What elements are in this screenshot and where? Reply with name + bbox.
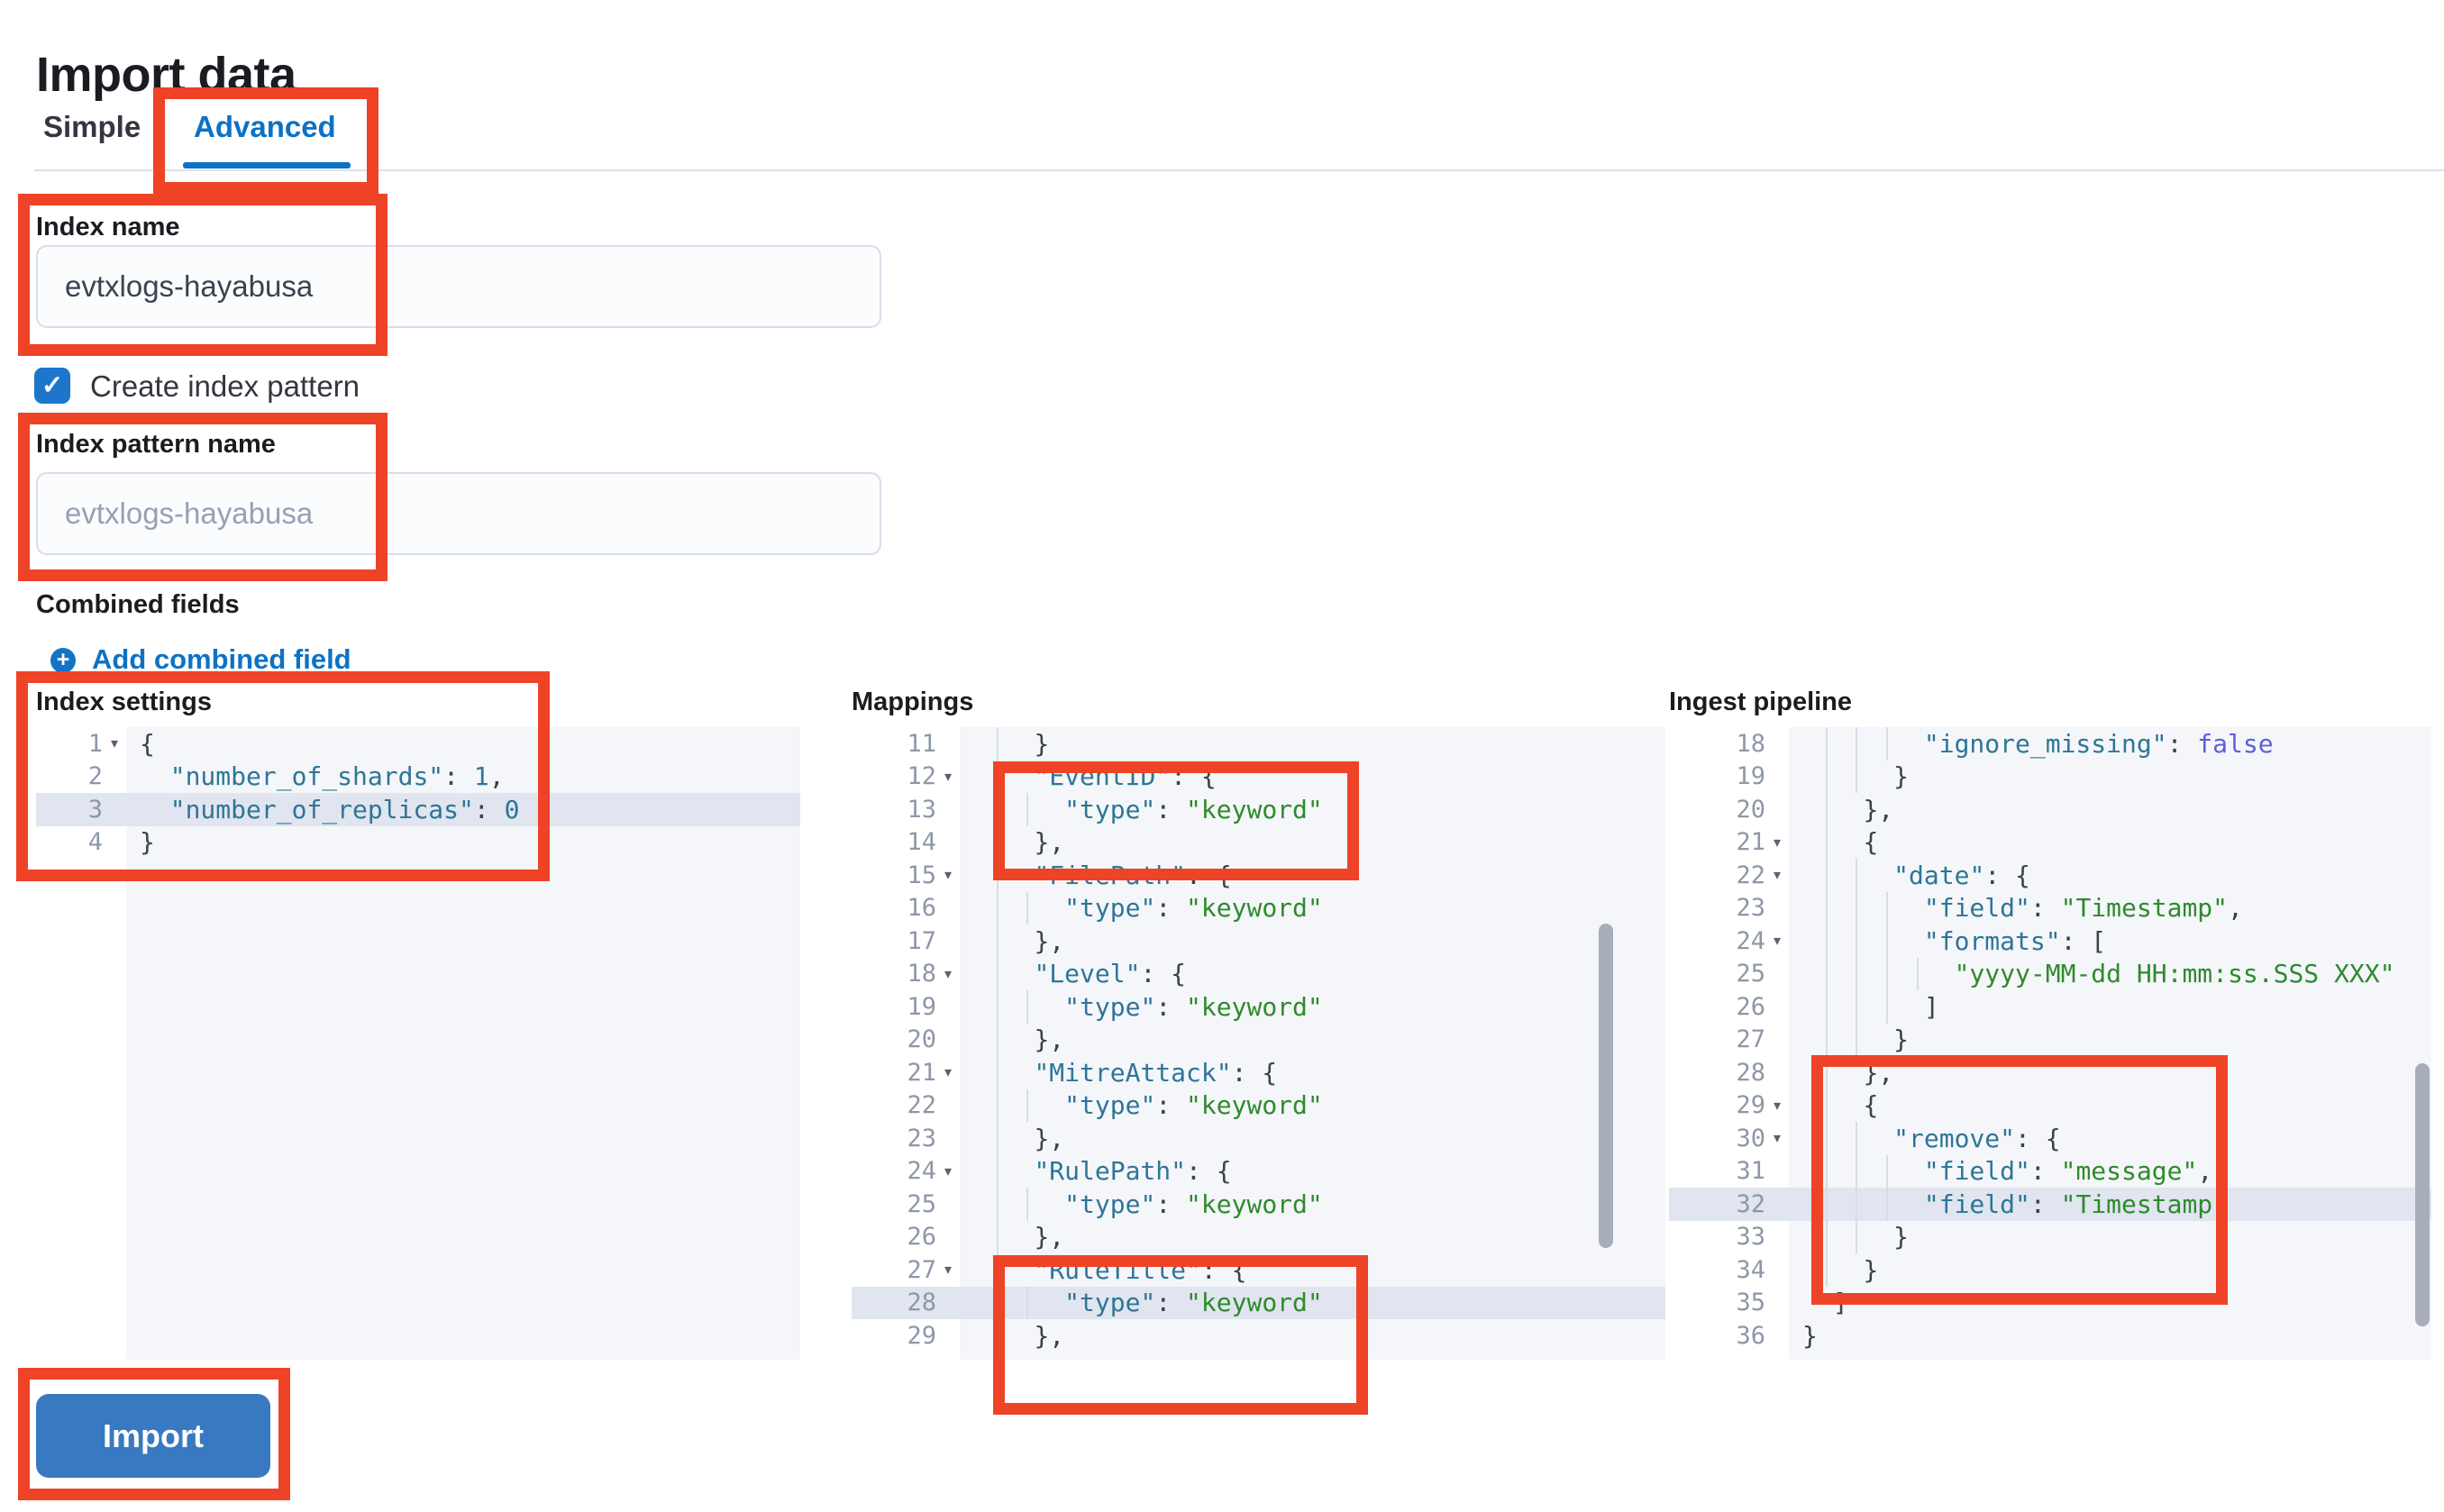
- checkmark-icon: ✓: [41, 371, 64, 400]
- code-line: 28 "type": "keyword": [852, 1286, 1665, 1319]
- add-icon[interactable]: +: [50, 648, 76, 673]
- fold-arrow-icon[interactable]: ▾: [944, 1065, 953, 1081]
- fold-arrow-icon[interactable]: ▾: [1773, 1131, 1782, 1147]
- mappings-label: Mappings: [852, 688, 974, 716]
- code-line: 17 },: [907, 925, 1065, 958]
- fold-arrow-icon[interactable]: ▾: [944, 1262, 953, 1279]
- code-line: 23 "field": "Timestamp",: [1736, 891, 2243, 925]
- fold-arrow-icon[interactable]: ▾: [1773, 934, 1782, 950]
- code-line: 1▾{: [87, 728, 155, 759]
- fold-arrow-icon[interactable]: ▾: [1773, 834, 1782, 851]
- code-line: 11 }: [907, 727, 1050, 761]
- code-line: 23 },: [907, 1122, 1065, 1155]
- code-line: 19 "type": "keyword": [907, 990, 1323, 1024]
- code-line: 27▾ "RuleTitle": {: [907, 1253, 1247, 1287]
- code-line: 25 "type": "keyword": [907, 1188, 1323, 1221]
- code-line: 31 "field": "message",: [1736, 1154, 2213, 1188]
- code-line: 22 "type": "keyword": [907, 1088, 1323, 1122]
- code-line: 3 "number_of_replicas": 0: [36, 793, 800, 826]
- mappings-editor[interactable]: 11 }12▾ "EventID": {13 "type": "keyword"…: [852, 727, 1665, 1360]
- fold-arrow-icon[interactable]: ▾: [944, 868, 953, 884]
- code-line: 26 },: [907, 1220, 1065, 1253]
- index-name-input[interactable]: [36, 245, 881, 328]
- code-line: 18▾ "Level": {: [907, 957, 1187, 990]
- tab-advanced[interactable]: Advanced: [194, 110, 336, 143]
- code-line: 2 "number_of_shards": 1,: [87, 761, 505, 792]
- code-line: 20 },: [907, 1023, 1065, 1056]
- code-line: 29 },: [907, 1319, 1065, 1353]
- fold-arrow-icon[interactable]: ▾: [944, 966, 953, 982]
- index-name-label: Index name: [36, 213, 180, 241]
- add-combined-field-link[interactable]: Add combined field: [92, 643, 351, 675]
- code-line: 20 },: [1736, 793, 1894, 826]
- code-line: 24▾ "formats": [: [1736, 925, 2107, 958]
- create-index-pattern-checkbox[interactable]: ✓: [34, 368, 70, 404]
- code-line: 21▾ {: [1736, 825, 1879, 859]
- ingest-pipeline-scrollbar-thumb[interactable]: [2415, 1063, 2430, 1326]
- code-line: 26 ]: [1736, 990, 1939, 1024]
- code-line: 24▾ "RulePath": {: [907, 1154, 1232, 1188]
- fold-arrow-icon[interactable]: ▾: [110, 736, 119, 752]
- code-line: 12▾ "EventID": {: [907, 760, 1217, 793]
- code-line: 25 "yyyy-MM-dd HH:mm:ss.SSS XXX": [1736, 957, 2395, 990]
- fold-arrow-icon[interactable]: ▾: [944, 1163, 953, 1180]
- tab-simple[interactable]: Simple: [43, 110, 141, 143]
- import-button[interactable]: Import: [36, 1394, 270, 1478]
- code-line: 32 "field": "Timestamp": [1669, 1188, 2431, 1221]
- code-line: 13 "type": "keyword": [907, 793, 1323, 826]
- create-index-pattern-label: Create index pattern: [90, 369, 360, 403]
- fold-arrow-icon[interactable]: ▾: [944, 769, 953, 785]
- code-line: 36}: [1736, 1320, 1818, 1351]
- code-line: 19 }: [1736, 760, 1910, 793]
- code-line: 14 },: [907, 825, 1065, 859]
- code-line: 4}: [87, 827, 155, 858]
- index-pattern-name-label: Index pattern name: [36, 430, 276, 459]
- code-line: 27 }: [1736, 1023, 1910, 1056]
- code-line: 35 ]: [1736, 1288, 1848, 1318]
- code-line: 16 "type": "keyword": [907, 891, 1323, 925]
- mappings-scrollbar-thumb[interactable]: [1599, 924, 1613, 1248]
- code-line: 28 },: [1736, 1056, 1894, 1089]
- fold-arrow-icon[interactable]: ▾: [1773, 868, 1782, 884]
- code-line: 30▾ "remove": {: [1736, 1122, 2061, 1155]
- code-line: 34 }: [1736, 1253, 1879, 1287]
- index-settings-editor[interactable]: 1▾{2 "number_of_shards": 1,3 "number_of_…: [36, 727, 800, 1360]
- code-line: 33 }: [1736, 1220, 1910, 1253]
- tabs-divider: [34, 169, 2444, 171]
- code-line: 18 "ignore_missing": false: [1736, 727, 2274, 761]
- index-pattern-name-input[interactable]: [36, 472, 881, 555]
- code-line: 22▾ "date": {: [1736, 859, 2030, 892]
- ingest-pipeline-label: Ingest pipeline: [1669, 688, 1853, 716]
- code-line: 21▾ "MitreAttack": {: [907, 1056, 1278, 1089]
- fold-arrow-icon[interactable]: ▾: [1773, 1098, 1782, 1114]
- combined-fields-label: Combined fields: [36, 590, 240, 619]
- index-settings-label: Index settings: [36, 688, 212, 716]
- page-title: Import data: [36, 48, 296, 103]
- code-line: 15▾ "FilePath": {: [907, 859, 1232, 892]
- active-tab-underline: [183, 162, 351, 169]
- code-line: 29▾ {: [1736, 1088, 1879, 1122]
